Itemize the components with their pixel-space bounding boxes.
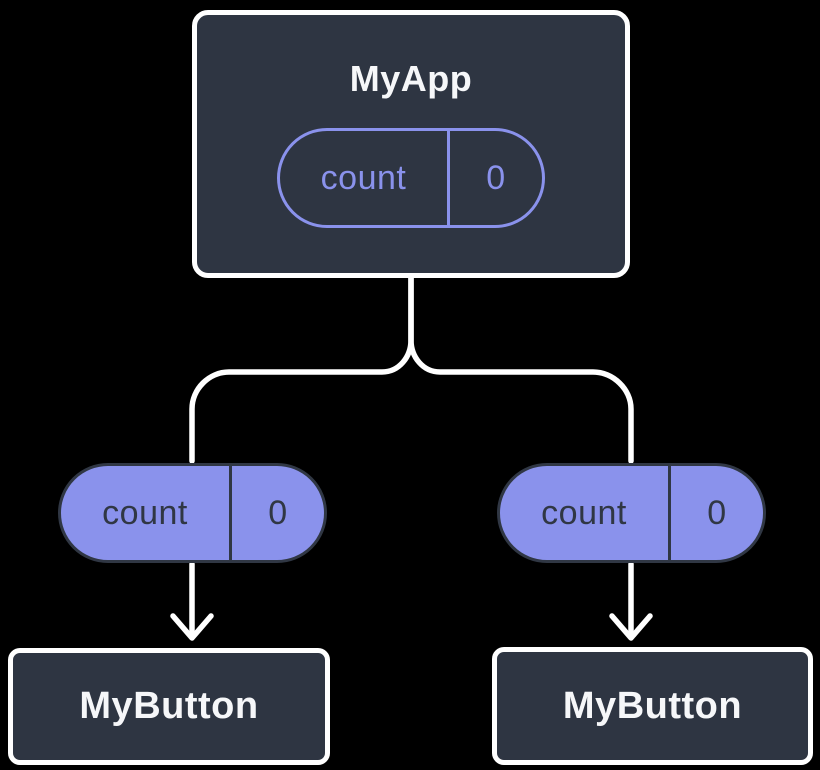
prop-pill-right: count 0 <box>497 463 766 563</box>
node-myapp: MyApp count 0 <box>192 10 630 278</box>
node-mybutton-right: MyButton <box>492 647 813 765</box>
node-mybutton-left: MyButton <box>8 648 330 765</box>
down-arrow-right-icon <box>609 561 653 641</box>
node-myapp-title: MyApp <box>349 58 473 99</box>
down-arrow-left-icon <box>170 561 214 641</box>
prop-pill-left-value: 0 <box>229 466 324 560</box>
node-mybutton-left-title: MyButton <box>79 685 259 727</box>
state-pill-myapp: count 0 <box>277 128 545 228</box>
fork-connector-left <box>189 269 414 464</box>
fork-connector-right <box>408 269 634 464</box>
state-pill-value: 0 <box>447 131 542 225</box>
prop-pill-left: count 0 <box>58 463 327 563</box>
prop-pill-right-value: 0 <box>668 466 763 560</box>
prop-pill-left-label: count <box>102 493 188 532</box>
prop-pill-right-label: count <box>541 493 627 532</box>
node-mybutton-right-title: MyButton <box>562 684 743 727</box>
state-pill-label: count <box>320 158 407 197</box>
